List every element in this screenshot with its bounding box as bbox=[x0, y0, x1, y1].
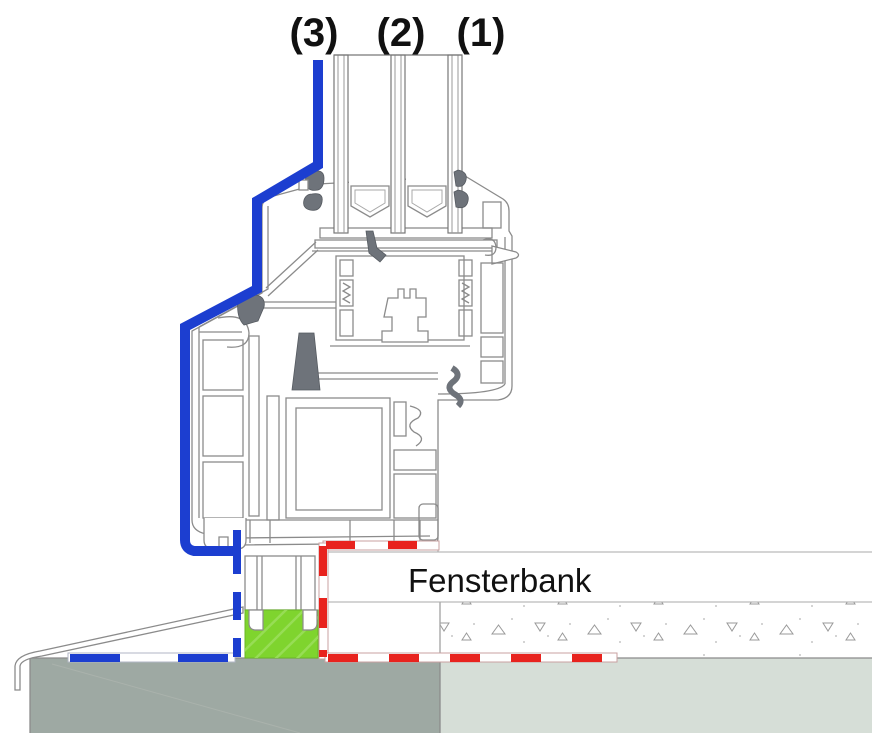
label-1: (1) bbox=[457, 11, 506, 55]
support-block-green bbox=[244, 609, 319, 659]
profile-chamber bbox=[198, 206, 269, 328]
slab-left bbox=[30, 658, 440, 733]
window-profile bbox=[191, 175, 520, 550]
foam-gasket bbox=[409, 405, 423, 447]
frame-chambers bbox=[199, 316, 439, 550]
fensterbank-band: Fensterbank bbox=[327, 543, 872, 603]
slab-right bbox=[440, 658, 872, 733]
glass-spacer bbox=[350, 185, 390, 218]
blue-seal-line bbox=[180, 60, 323, 556]
glass-pane bbox=[333, 54, 349, 234]
profile-chamber bbox=[437, 383, 506, 395]
glazing-bridge bbox=[265, 227, 520, 297]
thermal-break-zigzag bbox=[460, 282, 471, 304]
outer-sill-flashing bbox=[14, 606, 244, 691]
interlock-profile bbox=[381, 288, 429, 343]
glazing-unit bbox=[333, 54, 463, 234]
hardware-wedge bbox=[291, 332, 321, 391]
glass-spacer bbox=[407, 185, 447, 218]
frame-foot bbox=[418, 503, 439, 541]
red-seal-layer bbox=[319, 541, 615, 662]
center-gasket bbox=[446, 365, 464, 409]
sash-chambers bbox=[262, 201, 504, 384]
label-3: (3) bbox=[290, 11, 339, 55]
glass-pane bbox=[390, 54, 406, 234]
hardware-gaskets bbox=[237, 169, 469, 409]
gasket-top-right bbox=[453, 169, 467, 187]
thermal-break-zigzag bbox=[341, 282, 352, 304]
gasket-top-left bbox=[305, 170, 325, 191]
bridge-clip bbox=[365, 230, 387, 263]
profile-chamber bbox=[235, 535, 431, 539]
glazing-bead-clip bbox=[298, 179, 309, 191]
slab-joint-line bbox=[51, 663, 301, 733]
gasket-top-left bbox=[303, 193, 323, 211]
sill-support-profile bbox=[244, 555, 316, 611]
glass-spacer bbox=[354, 189, 386, 213]
stipple-band bbox=[439, 602, 872, 658]
blue-seal-layer bbox=[70, 60, 323, 662]
label-2: (2) bbox=[377, 11, 426, 55]
position-labels: (3) (2) (1) bbox=[290, 11, 506, 55]
gasket-top-right bbox=[453, 189, 469, 209]
blue-seal-gap-outline bbox=[67, 652, 236, 663]
fensterbank-label: Fensterbank bbox=[408, 562, 592, 599]
hinge-gasket-left bbox=[237, 294, 265, 326]
glass-spacer bbox=[411, 189, 443, 213]
